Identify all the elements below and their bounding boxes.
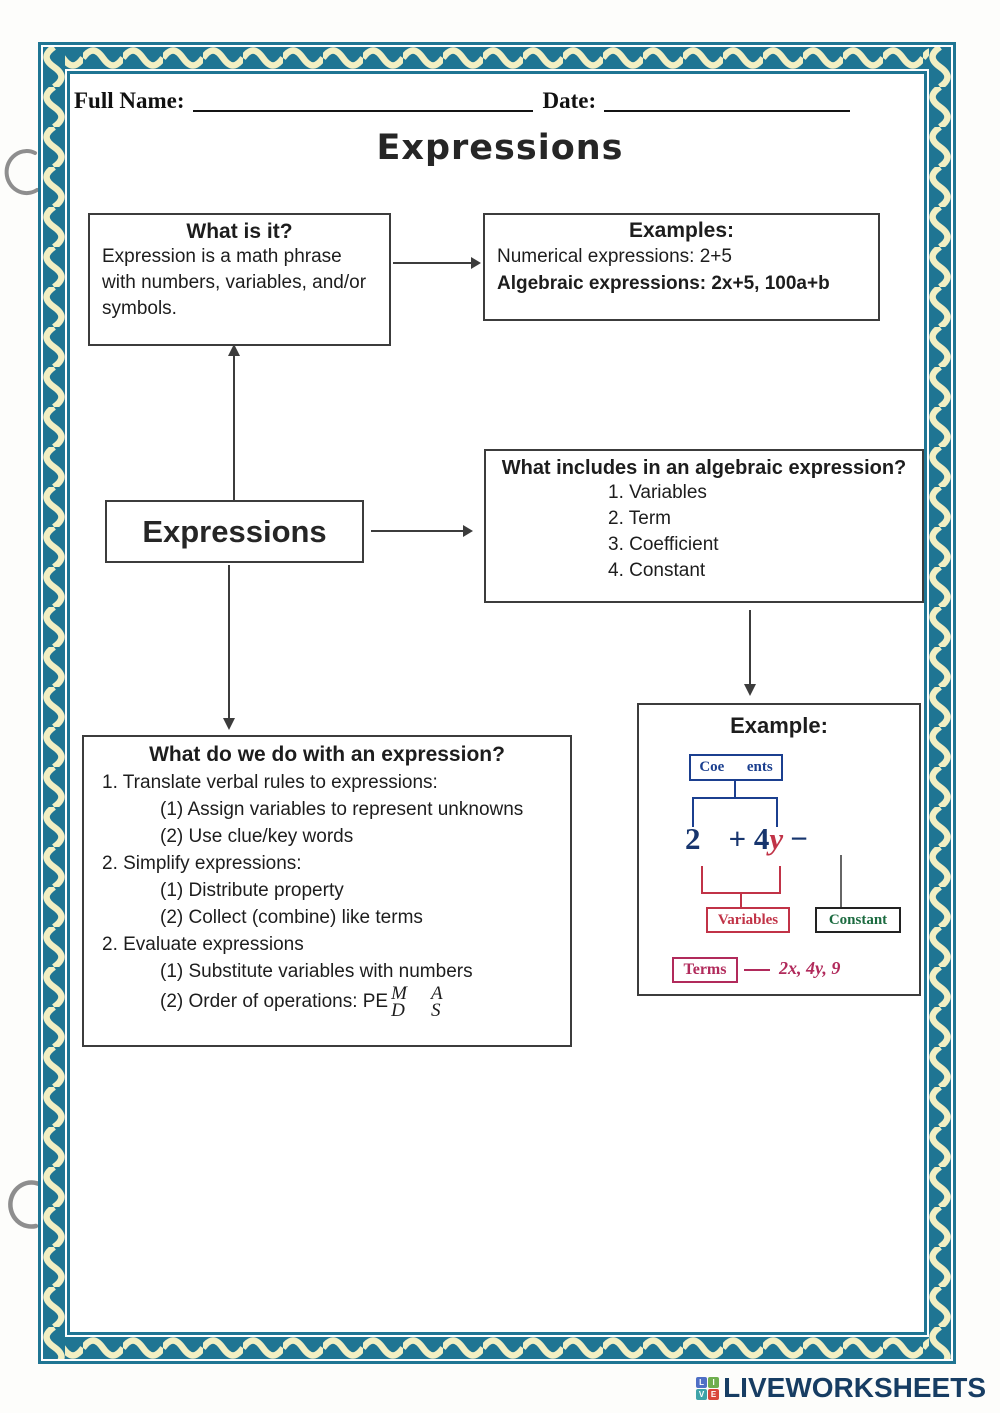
date-input-line[interactable] <box>604 86 851 112</box>
examples-title: Examples: <box>628 219 735 242</box>
variables-label: Variables <box>706 907 790 933</box>
example-expression: 2 + 4 y − <box>685 821 808 857</box>
expression-plus-4: + 4 <box>728 821 770 856</box>
numerical-expressions-line: Numerical expressions: 2+5 <box>497 246 732 267</box>
name-date-row: Full Name: Date: <box>74 86 904 114</box>
terms-values: 2x, 4y, 9 <box>779 958 841 978</box>
algebraic-expressions-line: Algebraic expressions: 2x+5, 100a+b <box>497 273 830 294</box>
variables-connector-stub <box>740 894 742 907</box>
expression-minus: − <box>790 821 808 856</box>
what-is-it-title: What is it? <box>186 220 293 243</box>
constant-label: Constant <box>815 907 901 933</box>
page-curl-mark <box>8 1180 44 1229</box>
constant-connector-line <box>840 855 842 907</box>
list-item: (2) Collect (combine) like terms <box>160 907 423 928</box>
list-item: (1) Substitute variables with numbers <box>160 961 473 982</box>
what-includes-box: What includes in an algebraic expression… <box>484 449 924 603</box>
coefficients-bracket <box>692 797 778 827</box>
example-title: Example: <box>730 713 828 738</box>
logo-letter-v: V <box>696 1388 708 1400</box>
list-item: 4. Constant <box>608 560 706 581</box>
list-item: 2. Evaluate expressions <box>102 934 304 955</box>
example-box: Example: Coe ents 2 + 4 y − Variables Co… <box>637 703 921 996</box>
variables-bracket <box>701 866 781 894</box>
expressions-root-node: Expressions <box>105 500 364 563</box>
logo-letter-l: L <box>696 1376 708 1388</box>
coefficients-label: Coe ents <box>689 754 783 781</box>
arrow-whatisit-to-examples <box>393 257 481 269</box>
date-label: Date: <box>542 88 597 113</box>
liveworksheets-footer[interactable]: L I V E LIVEWORKSHEETS <box>696 1372 986 1404</box>
list-item: (1) Distribute property <box>160 880 344 901</box>
wave-border-left <box>43 47 65 1359</box>
wave-border-bottom <box>43 1337 951 1359</box>
pemdas-a: A <box>430 983 443 1004</box>
full-name-input-line[interactable] <box>192 86 533 112</box>
pemdas-m: M <box>391 983 407 1004</box>
arrow-root-to-whatincludes <box>371 525 473 537</box>
what-is-it-box: What is it? Expression is a math phrase … <box>88 213 391 346</box>
list-item: 1. Translate verbal rules to expressions… <box>102 772 438 793</box>
list-item: 2. Simplify expressions: <box>102 853 302 874</box>
pemdas-d: D <box>391 1000 405 1021</box>
arrow-root-to-whatdo <box>223 565 235 730</box>
terms-connector-dash <box>744 969 770 971</box>
list-item: 1. Variables <box>608 482 707 503</box>
arrow-whatincludes-to-example <box>744 610 756 696</box>
page-curl-mark <box>4 149 39 196</box>
list-item: (2) Use clue/key words <box>160 826 354 847</box>
liveworksheets-logo-icon: L I V E <box>696 1376 720 1400</box>
logo-letter-e: E <box>708 1388 720 1400</box>
what-is-it-body: Expression is a math phrase with numbers… <box>102 246 367 319</box>
what-do-we-do-box: What do we do with an expression? 1. Tra… <box>82 735 572 1047</box>
what-do-we-do-title: What do we do with an expression? <box>149 743 505 766</box>
wave-border-right <box>929 47 951 1359</box>
examples-box: Examples: Numerical expressions: 2+5 Alg… <box>483 213 880 321</box>
wave-border-top <box>43 47 951 69</box>
expression-variable-y: y <box>769 821 784 856</box>
logo-letter-i: I <box>708 1376 720 1388</box>
full-name-label: Full Name: <box>74 88 185 113</box>
pemdas-s: S <box>430 1000 441 1021</box>
what-includes-title: What includes in an algebraic expression… <box>501 457 907 479</box>
page-title: Expressions <box>376 128 624 168</box>
list-item: 3. Coefficient <box>608 534 719 555</box>
list-item: 2. Term <box>608 508 672 529</box>
list-item: (1) Assign variables to represent unknow… <box>160 799 524 820</box>
arrow-root-to-whatisit <box>228 344 240 501</box>
liveworksheets-brand-text: LIVEWORKSHEETS <box>723 1372 986 1403</box>
coefficients-connector-stub <box>734 781 736 797</box>
terms-label: Terms <box>672 957 738 983</box>
order-of-operations-prefix: (2) Order of operations: PE <box>160 991 389 1013</box>
expression-term-2: 2 <box>685 821 701 856</box>
